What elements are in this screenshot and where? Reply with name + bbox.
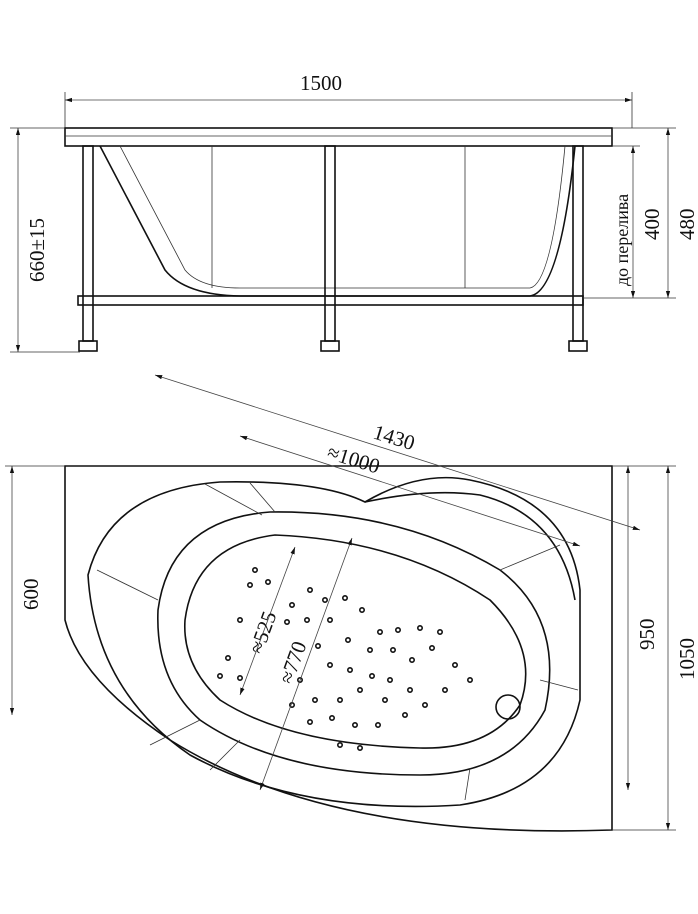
jet-hole [406,686,413,693]
jet-hole [346,666,353,673]
left-depth-label: 600 [19,579,43,611]
rim-height-label: 480 [675,209,698,241]
jet-hole [381,696,388,703]
jet-hole [326,661,333,668]
jet-hole [341,594,348,601]
plan-view: 1430 ≈1000 ≈525 ≈770 600 950 1050 [5,374,698,832]
frame-bar [77,295,584,306]
jet-hole [306,586,313,593]
jet-hole [288,601,295,608]
total-depth-label: 1050 [675,638,698,680]
jet-hole [436,628,443,635]
jet-hole [328,714,335,721]
jet-hole [252,566,259,573]
jet-hole [336,741,343,748]
jet-hole [225,654,232,661]
side-view: 1500 660±15 до перелива 400 480 [10,71,698,353]
legs [78,145,588,352]
tub-rim [64,127,613,147]
jet-hole [386,676,393,683]
jet-hole [368,672,375,679]
jet-hole [303,616,310,623]
inner-width-small-label: ≈525 [244,608,281,657]
tub-body [99,145,576,297]
tub-step [157,511,551,776]
jet-hole [314,642,321,649]
height-label: 660±15 [25,218,49,282]
overflow-ledge [364,491,576,601]
jet-hole [264,578,271,585]
jet-hole [358,606,365,613]
jet-hole [326,616,333,623]
jet-hole [389,646,396,653]
jet-hole [394,626,401,633]
jet-hole [247,581,254,588]
jet-hole [421,701,428,708]
diagonal-label: 1430 [371,420,418,455]
jet-hole [408,656,415,663]
jet-hole [356,744,363,751]
jet-hole [428,644,435,651]
jet-hole [376,628,383,635]
jet-hole [441,686,448,693]
jet-hole [401,711,408,718]
drain-icon [495,694,521,720]
jet-holes [217,566,473,751]
jet-hole [374,721,381,728]
right-depth-label: 950 [635,619,659,651]
jet-hole [283,618,290,625]
width-label: 1500 [300,71,342,95]
jet-hole [311,696,318,703]
jet-hole [356,686,363,693]
overflow-height-label: 400 [640,209,664,241]
jet-hole [466,676,473,683]
jet-hole [217,672,224,679]
jet-hole [237,674,244,681]
jet-hole [321,596,328,603]
jet-hole [416,624,423,631]
jet-hole [344,636,351,643]
tub-rim-outer [87,476,581,808]
overflow-caption: до перелива [612,194,632,286]
jet-hole [451,661,458,668]
jet-hole [366,646,373,653]
jet-hole [351,721,358,728]
jet-hole [306,718,313,725]
tub-outline [64,465,613,832]
inner-width-large-label: ≈770 [274,638,311,687]
jet-hole [336,696,343,703]
jet-hole [237,616,244,623]
tub-basin [184,534,527,749]
